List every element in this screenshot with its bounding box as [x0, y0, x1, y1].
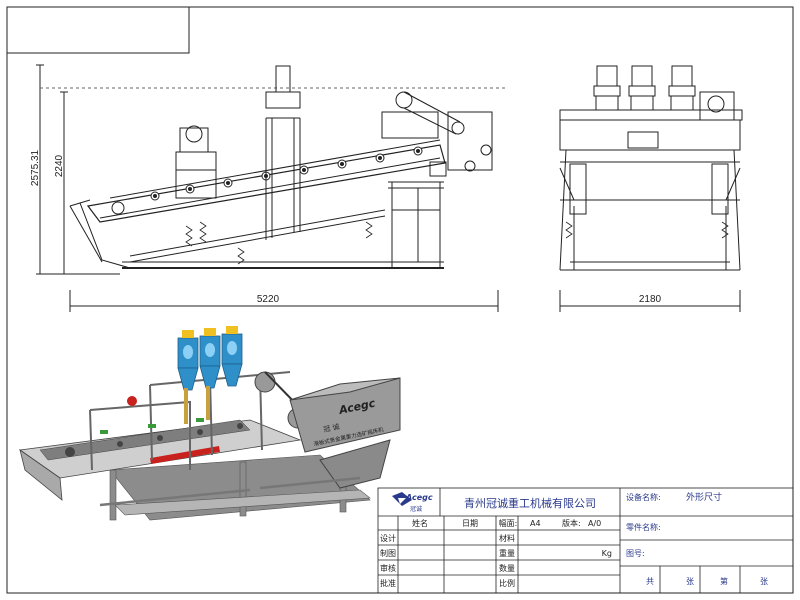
field-weight: 重量 — [499, 548, 515, 558]
version-label: 版本: — [562, 518, 581, 528]
field-material: 材料 — [499, 533, 515, 543]
weight-unit: Kg — [602, 549, 612, 558]
format-label: 幅面: — [499, 518, 518, 528]
role-approve: 批准 — [380, 578, 396, 588]
field-quantity: 数量 — [499, 563, 515, 573]
logo-text: Acegc — [405, 493, 433, 502]
top-left-box — [6, 6, 190, 54]
role-design: 设计 — [380, 533, 396, 543]
format-value: A4 — [530, 519, 541, 528]
equipment-name-label: 设备名称: — [626, 492, 661, 502]
header-date: 日期 — [462, 519, 478, 528]
sheet-total-label: 共 — [646, 577, 654, 586]
drawing-no-label: 图号: — [626, 549, 645, 558]
version-value: A/0 — [588, 519, 601, 528]
sheet-total-unit: 张 — [686, 577, 694, 586]
sheet-current-unit: 张 — [760, 577, 768, 586]
dim-overall-height: 2575.31 — [30, 149, 41, 186]
header-name: 姓名 — [412, 518, 428, 528]
equipment-name-value: 外形尺寸 — [686, 491, 722, 503]
company-name: 青州冠诚重工机械有限公司 — [464, 496, 596, 510]
dim-platform-height: 2240 — [54, 154, 65, 177]
role-review: 审核 — [380, 563, 396, 573]
field-scale: 比例 — [499, 578, 515, 588]
logo-cn: 冠诚 — [410, 505, 422, 513]
role-drafting: 制图 — [380, 548, 396, 558]
company-logo — [392, 492, 412, 506]
title-block — [377, 487, 794, 594]
sheet-current-label: 第 — [720, 576, 728, 586]
dim-length: 5220 — [257, 294, 280, 305]
machine-render — [18, 326, 401, 521]
render-cn-label: 冠 诚 — [323, 422, 341, 434]
dim-width: 2180 — [639, 294, 662, 305]
side-view — [36, 64, 505, 312]
part-name-label: 零件名称: — [626, 522, 661, 532]
end-view — [559, 65, 743, 312]
